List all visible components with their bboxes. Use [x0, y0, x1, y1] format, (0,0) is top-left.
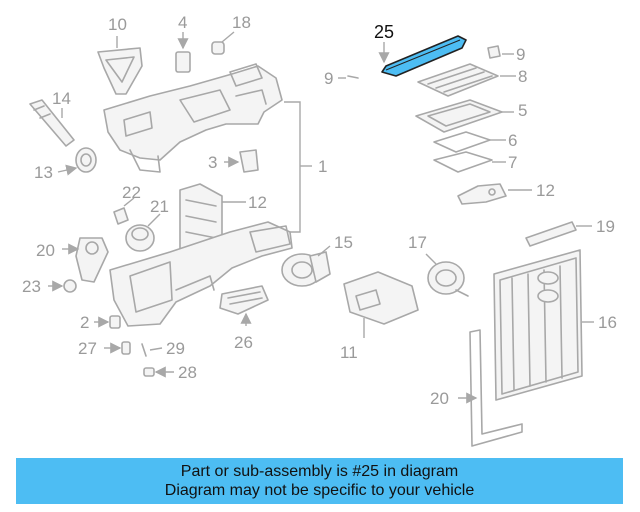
callout-labels: 10 4 18 14 13 3 1 22 21 12 20 23 15 17 1… — [22, 13, 617, 408]
callout-9-right: 9 — [516, 45, 525, 64]
callout-14: 13 — [34, 163, 53, 182]
part-25-seal-strip-highlighted — [378, 35, 467, 77]
part-14-grommet — [57, 147, 97, 176]
callout-22: 21 — [150, 197, 169, 216]
callout-30: 29 — [166, 339, 185, 358]
callout-24: 23 — [22, 277, 41, 296]
callout-21: 20 — [36, 241, 55, 260]
callout-1: 1 — [318, 157, 327, 176]
part-2-clip — [94, 315, 121, 329]
part-8-filter — [417, 63, 516, 97]
part-7-gasket — [433, 151, 506, 173]
part-21-actuator — [62, 237, 109, 283]
callout-18: 17 — [408, 233, 427, 252]
part-22-cap — [125, 213, 161, 252]
callout-2: 2 — [80, 313, 89, 332]
part-26-screw — [211, 31, 235, 55]
part-24-nut — [48, 279, 77, 293]
callout-3: 3 — [208, 153, 217, 172]
banner-line-2: Diagram may not be specific to your vehi… — [164, 482, 475, 499]
part-10-control-unit — [343, 271, 419, 338]
part-12-bracket — [457, 183, 532, 205]
callout-29: 28 — [178, 363, 197, 382]
part-5-filter-frame — [415, 99, 514, 133]
callout-16: 15 — [334, 233, 353, 252]
part-6-gasket — [433, 131, 506, 153]
callout-8: 8 — [518, 67, 527, 86]
part-1-lower-housing — [109, 221, 293, 327]
part-23-clip — [113, 197, 135, 225]
info-banner: Part or sub-assembly is #25 in diagram D… — [16, 458, 623, 504]
callout-20: 20 — [430, 389, 449, 408]
part-1-upper-housing — [103, 63, 283, 173]
callout-7: 7 — [508, 153, 517, 172]
callout-1-bracket — [284, 101, 312, 233]
callout-15: 14 — [52, 89, 71, 108]
callout-5: 5 — [518, 101, 527, 120]
part-17-heater-core — [493, 249, 594, 401]
part-27-grille — [219, 285, 269, 326]
banner-line-1: Part or sub-assembly is #25 in diagram — [180, 463, 459, 480]
part-9-clip-right — [487, 45, 514, 59]
part-16-blower-motor — [281, 245, 331, 287]
callout-26: 18 — [232, 13, 251, 32]
callout-13: 12 — [248, 193, 267, 212]
callout-27: 26 — [234, 333, 253, 352]
part-29-clip — [143, 366, 174, 378]
callout-23: 22 — [122, 183, 141, 202]
callout-6: 6 — [508, 131, 517, 150]
parts-diagram: 10 4 18 14 13 3 1 22 21 12 20 23 15 17 1… — [22, 13, 617, 447]
part-28-clip — [104, 341, 131, 355]
part-15-sensor — [29, 99, 75, 147]
callout-11: 10 — [108, 15, 127, 34]
part-18-blower-unit — [425, 253, 469, 297]
part-19-foam-strip — [525, 221, 592, 247]
part-9-screw-left — [338, 75, 359, 79]
callout-10: 11 — [340, 343, 358, 362]
callout-4: 4 — [178, 13, 187, 32]
part-20-seal — [458, 329, 523, 447]
callout-9-left: 9 — [324, 69, 333, 88]
part-30-screw — [141, 343, 163, 357]
callout-28: 27 — [78, 339, 97, 358]
callout-17: 16 — [598, 313, 617, 332]
part-3-bracket — [224, 149, 259, 173]
part-4-clip — [175, 32, 191, 73]
callout-19: 19 — [596, 217, 615, 236]
part-11-duct — [97, 36, 143, 95]
callout-25-highlighted: 25 — [374, 22, 394, 42]
callout-12: 12 — [536, 181, 555, 200]
